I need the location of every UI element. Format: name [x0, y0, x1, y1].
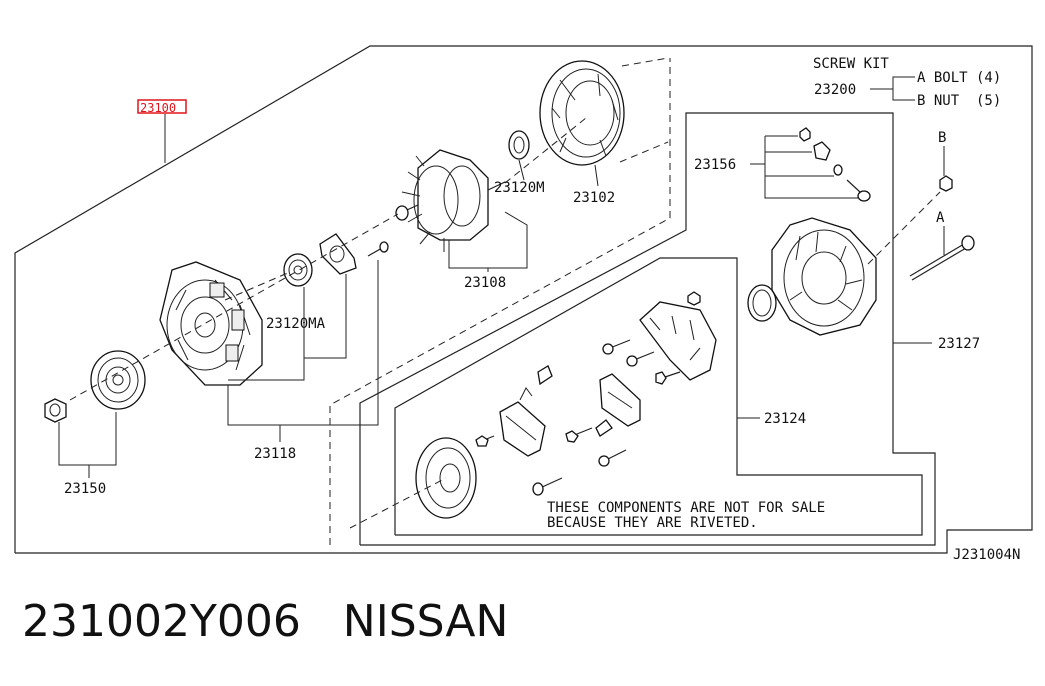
diagram-code: J231004N	[953, 547, 1020, 563]
stator-dash-top	[621, 57, 669, 67]
label-23124: 23124	[764, 411, 806, 427]
rear-housing-part	[771, 217, 877, 336]
label-mark-a: A	[936, 210, 945, 226]
retainer-screw-part	[367, 241, 389, 257]
bearing-retainer-part	[319, 233, 357, 275]
stator-dash-bottom	[619, 141, 669, 163]
label-23108: 23108	[464, 275, 506, 291]
leader-23118	[227, 260, 379, 426]
through-bolt-part	[909, 235, 975, 281]
axis-segment-2	[504, 117, 587, 184]
leader-23120m	[518, 159, 525, 181]
label-23100: 23100	[140, 101, 176, 115]
label-bolt: A BOLT (4)	[917, 70, 1001, 86]
label-nut: B NUT (5)	[917, 93, 1001, 109]
leader-23156-trunk	[764, 136, 858, 199]
note-line-2: BECAUSE THEY ARE RIVETED.	[547, 515, 758, 531]
rear-axis	[867, 191, 941, 265]
nut-b-part	[939, 175, 953, 192]
leader-23102	[594, 164, 599, 187]
rear-bearing-part	[508, 130, 530, 160]
label-23118: 23118	[254, 446, 296, 462]
leader-23120ma-b	[304, 274, 347, 359]
pulley-part	[90, 350, 146, 410]
note-line-1: THESE COMPONENTS ARE NOT FOR SALE	[547, 500, 825, 516]
label-23200: 23200	[814, 82, 856, 98]
leader-screw-kit	[892, 76, 915, 101]
stator-part	[539, 60, 625, 166]
label-23156: 23156	[694, 157, 736, 173]
label-23120m: 23120M	[494, 180, 545, 196]
label-23127: 23127	[938, 336, 980, 352]
cover-axis	[349, 477, 447, 529]
exploded-parts-diagram: 23100 SCREW KIT 23200 A BOLT (4) B NUT (…	[14, 45, 1033, 563]
front-housing-part	[159, 261, 263, 386]
terminal-small-parts	[799, 127, 871, 202]
regulator-parts	[475, 291, 717, 496]
assembly-highlight-box	[137, 99, 187, 114]
front-bearing-part	[283, 253, 313, 287]
label-23120ma: 23120MA	[266, 316, 326, 332]
rear-section-frame	[359, 112, 936, 546]
pulley-nut-part	[44, 398, 67, 423]
o-ring-inner	[752, 289, 772, 317]
assembly-frame	[14, 45, 1033, 554]
brand-name: NISSAN	[342, 596, 509, 647]
part-number: 231002Y006	[22, 596, 301, 647]
leader-23150	[58, 412, 117, 466]
leader-23108	[448, 211, 528, 269]
rotor-part	[395, 149, 506, 252]
main-axis	[69, 213, 399, 401]
label-23102: 23102	[573, 190, 615, 206]
part-caption: 231002Y006 NISSAN	[22, 596, 508, 647]
label-screw-kit: SCREW KIT	[813, 56, 889, 72]
label-mark-b: B	[938, 130, 946, 146]
regulator-frame	[394, 257, 923, 536]
label-23150: 23150	[64, 481, 106, 497]
leader-23120ma-a	[228, 287, 305, 381]
